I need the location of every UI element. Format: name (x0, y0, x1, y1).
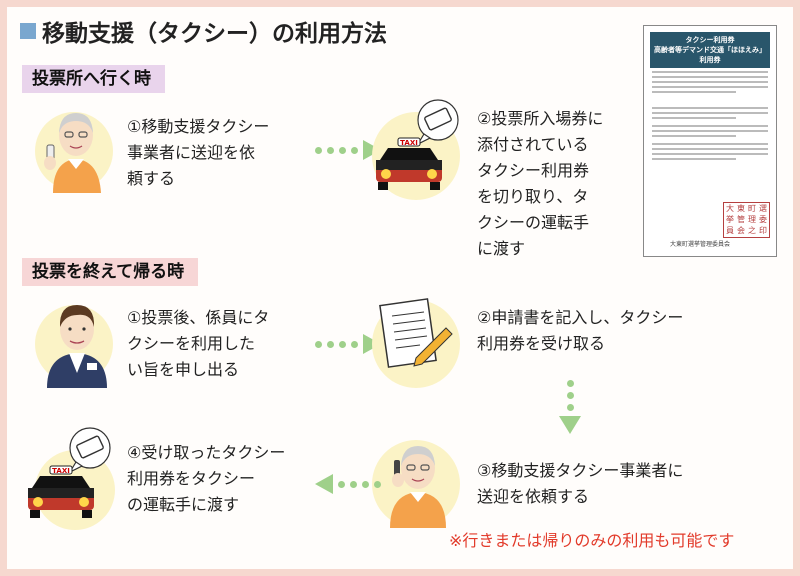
return-step1-text: ①投票後、係員にタ クシーを利用した い旨を申し出る (127, 308, 270, 379)
go-step2-text: ②投票所入場券に 添付されている タクシー利用券 を切り取り、タ クシーの運転手… (477, 109, 604, 258)
taxi-icon: TAXI (376, 99, 459, 190)
taxi-ticket-image: タクシー利用券 高齢者等デマンド交通「ほほえみ」利用券 大東町選 挙管理委 員会… (643, 25, 777, 257)
ticket-header: タクシー利用券 高齢者等デマンド交通「ほほえみ」利用券 (650, 32, 770, 68)
section-go-tag: 投票所へ行く時 (22, 65, 165, 93)
elderly-phone-person-icon (390, 446, 446, 528)
return-step3-text: ③移動支援タクシー事業者に 送迎を依頼する (477, 461, 684, 506)
note-text: ※行きまたは帰りのみの利用も可能です (449, 531, 735, 550)
return-arrow-down (559, 380, 581, 434)
section-return-tag: 投票を終えて帰る時 (22, 258, 199, 286)
staff-person-icon (47, 305, 107, 388)
title-row: 移動支援（タクシー）の利用方法 (20, 14, 387, 48)
taxi-icon: TAXI (28, 427, 111, 518)
return-step2-text: ②申請書を記入し、タクシー 利用券を受け取る (477, 308, 684, 353)
ticket-footer: 大東町選挙管理委員会 (670, 241, 731, 248)
title-marker-icon (20, 23, 36, 39)
page-title: 移動支援（タクシー）の利用方法 (42, 21, 387, 47)
go-step1-text: ①移動支援タクシー 事業者に送迎を依 頼する (127, 117, 270, 188)
return-step4-text: ④受け取ったタクシー 利用券をタクシー の運転手に渡す (127, 443, 286, 514)
taxi-sign-text: TAXI (400, 139, 418, 147)
return-arrow-left (315, 474, 386, 494)
taxi-sign-text: TAXI (52, 467, 70, 475)
form-pen-icon (379, 298, 453, 368)
official-seal: 大東町選 挙管理委 員会之印 (723, 202, 770, 238)
elderly-phone-person-icon (44, 113, 101, 193)
